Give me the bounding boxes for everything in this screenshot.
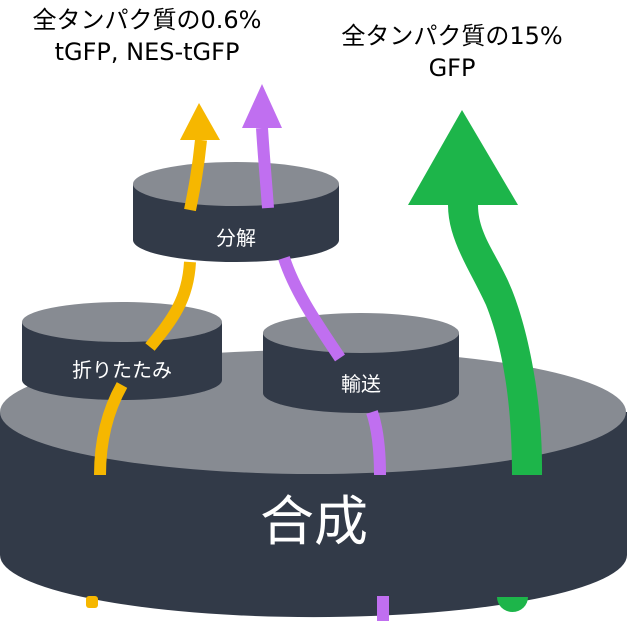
gfp-arrow [408, 110, 543, 613]
nes-tgfp-arrow-source [377, 596, 389, 621]
folding-disk [22, 302, 222, 400]
left-annotation-line1: 全タンパク質の0.6% [32, 6, 262, 34]
gfp-arrow-head [408, 110, 518, 205]
tgfp-arrow [86, 103, 220, 608]
nes-tgfp-arrow-shaft [256, 127, 386, 476]
right-annotation-line2: GFP [428, 54, 476, 82]
nes-tgfp-arrow [242, 84, 389, 621]
transport-disk-top [263, 313, 459, 353]
transport-disk-side [263, 333, 459, 413]
degradation-disk-side [133, 184, 339, 262]
transport-disk [263, 313, 459, 413]
folding-label: 折りたたみ [72, 358, 172, 382]
tgfp-arrow-shaft [94, 139, 207, 476]
degradation-disk-top [133, 162, 339, 206]
right-annotation: 全タンパク質の15% GFP [318, 20, 586, 84]
right-annotation-line1: 全タンパク質の15% [341, 22, 563, 50]
left-annotation-line2: tGFP, NES-tGFP [54, 38, 240, 66]
gfp-arrow-source [497, 597, 528, 613]
left-annotation: 全タンパク質の0.6% tGFP, NES-tGFP [2, 4, 292, 68]
tgfp-arrow-head [180, 103, 220, 140]
transport-label: 輸送 [341, 372, 381, 396]
synthesis-label: 合成 [260, 490, 368, 553]
folding-disk-top [22, 302, 222, 342]
folding-disk-side [22, 322, 222, 400]
degradation-label: 分解 [216, 226, 256, 250]
gfp-arrow-shaft [448, 205, 543, 475]
nes-tgfp-arrow-head [242, 84, 282, 128]
degradation-disk [133, 162, 339, 262]
tgfp-arrow-source [86, 596, 98, 608]
